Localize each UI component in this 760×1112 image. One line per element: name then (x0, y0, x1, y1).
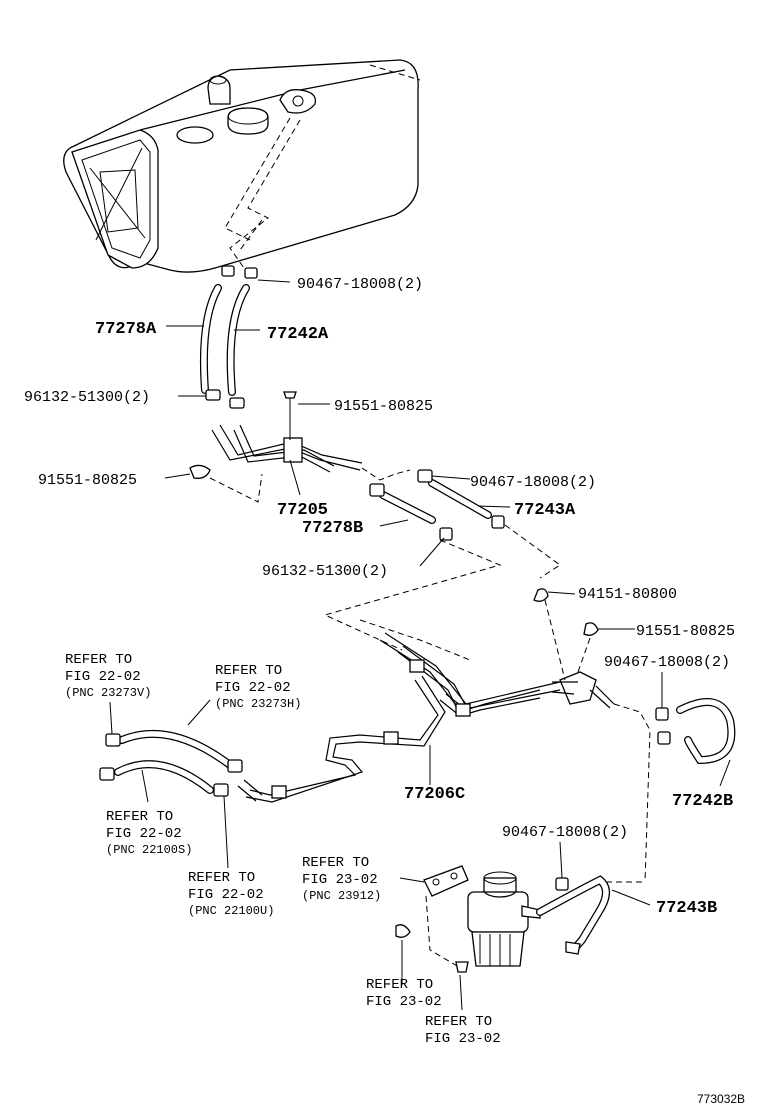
svg-text:FIG 23-02: FIG 23-02 (425, 1031, 501, 1047)
label-hose-77278a: 77278A (95, 320, 157, 339)
svg-text:(PNC 22100U): (PNC 22100U) (188, 904, 274, 918)
label-clip-right: 90467-18008(2) (604, 654, 730, 671)
refer-note-4: REFER TO FIG 22-02 (PNC 22100U) (188, 870, 274, 918)
svg-text:REFER TO: REFER TO (366, 977, 433, 993)
label-pipe-77205: 77205 (277, 501, 328, 520)
upper-hoses (166, 265, 291, 409)
label-bolt-left: 91551-80825 (38, 472, 137, 489)
label-bolt-right: 91551-80825 (636, 623, 735, 640)
refer-note-6: REFER TO FIG 23-02 (366, 977, 442, 1010)
label-hose-77278b: 77278B (302, 519, 363, 538)
svg-text:REFER TO: REFER TO (65, 652, 132, 668)
svg-text:REFER TO: REFER TO (215, 663, 282, 679)
svg-text:FIG 22-02: FIG 22-02 (65, 669, 141, 685)
label-hose-77242a: 77242A (267, 325, 329, 344)
label-pipe-77206c: 77206C (404, 785, 465, 804)
svg-text:FIG 23-02: FIG 23-02 (302, 872, 378, 888)
svg-text:(PNC 23273H): (PNC 23273H) (215, 697, 301, 711)
svg-text:REFER TO: REFER TO (106, 809, 173, 825)
refer-note-3: REFER TO FIG 22-02 (PNC 22100S) (106, 809, 192, 857)
pipe-assy-77205 (164, 391, 411, 503)
label-clamp-left: 96132-51300(2) (24, 389, 150, 406)
svg-text:FIG 22-02: FIG 22-02 (188, 887, 264, 903)
label-nut: 94151-80800 (578, 586, 677, 603)
fuel-tank (63, 59, 421, 273)
refer-note-1: REFER TO FIG 22-02 (PNC 23273V) (65, 652, 151, 700)
label-hose-77243a: 77243A (514, 501, 576, 520)
figure-id: 773032B (697, 1092, 745, 1106)
hose-77242b (655, 672, 736, 787)
svg-text:FIG 23-02: FIG 23-02 (366, 994, 442, 1010)
refer-note-5: REFER TO FIG 23-02 (PNC 23912) (302, 855, 381, 903)
mid-hoses (323, 469, 561, 661)
svg-text:(PNC 23273V): (PNC 23273V) (65, 686, 151, 700)
label-bolt-upper: 91551-80825 (334, 398, 433, 415)
label-clip-mid: 90467-18008(2) (470, 474, 596, 491)
svg-text:REFER TO: REFER TO (302, 855, 369, 871)
svg-text:(PNC 23912): (PNC 23912) (302, 889, 381, 903)
svg-text:REFER TO: REFER TO (425, 1014, 492, 1030)
svg-text:(PNC 22100S): (PNC 22100S) (106, 843, 192, 857)
refer-note-2: REFER TO FIG 22-02 (PNC 23273H) (215, 663, 301, 711)
label-hose-77242b: 77242B (672, 792, 733, 811)
svg-text:FIG 22-02: FIG 22-02 (106, 826, 182, 842)
label-clip-top: 90467-18008(2) (297, 276, 423, 293)
left-hoses (99, 699, 243, 869)
fuel-filter-assembly (395, 841, 651, 1011)
label-clamp-mid: 96132-51300(2) (262, 563, 388, 580)
svg-text:REFER TO: REFER TO (188, 870, 255, 886)
label-clip-lower: 90467-18008(2) (502, 824, 628, 841)
pipe-sub-assy-77206c (237, 588, 651, 883)
label-hose-77243b: 77243B (656, 899, 717, 918)
refer-note-7: REFER TO FIG 23-02 (425, 1014, 501, 1047)
svg-text:FIG 22-02: FIG 22-02 (215, 680, 291, 696)
